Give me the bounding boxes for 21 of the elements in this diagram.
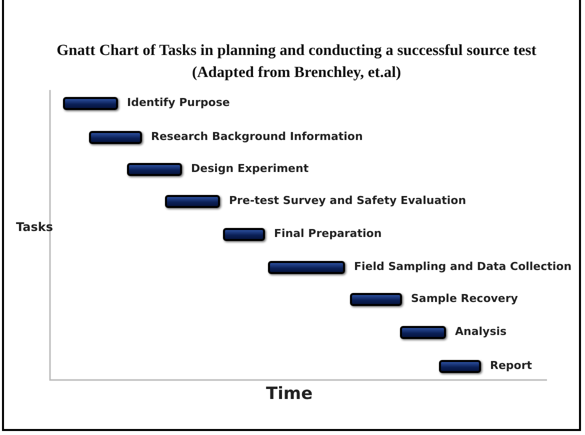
task-bar: [63, 97, 118, 110]
task-label: Report: [490, 359, 532, 373]
task-bar: [400, 326, 446, 339]
task-label: Design Experiment: [191, 162, 309, 176]
task-label: Pre-test Survey and Safety Evaluation: [229, 194, 466, 208]
task-label: Sample Recovery: [411, 292, 518, 306]
x-axis-label: Time: [266, 384, 313, 404]
task-bar: [439, 360, 481, 373]
chart-title: Gnatt Chart of Tasks in planning and conducting a successful source test (Adapted from Brenchley, et.al): [56, 41, 538, 83]
task-label: Research Background Information: [151, 130, 363, 144]
task-label: Field Sampling and Data Collection: [354, 260, 572, 274]
y-axis-label: Tasks: [16, 220, 54, 234]
task-bar: [165, 195, 220, 208]
task-label: Analysis: [455, 325, 507, 339]
task-bar: [223, 228, 265, 241]
task-bar: [127, 163, 182, 176]
task-label: Final Preparation: [274, 227, 382, 241]
task-label: Identify Purpose: [127, 96, 230, 110]
task-bar: [89, 131, 142, 144]
task-bar: [350, 293, 402, 306]
task-bar: [268, 261, 345, 274]
